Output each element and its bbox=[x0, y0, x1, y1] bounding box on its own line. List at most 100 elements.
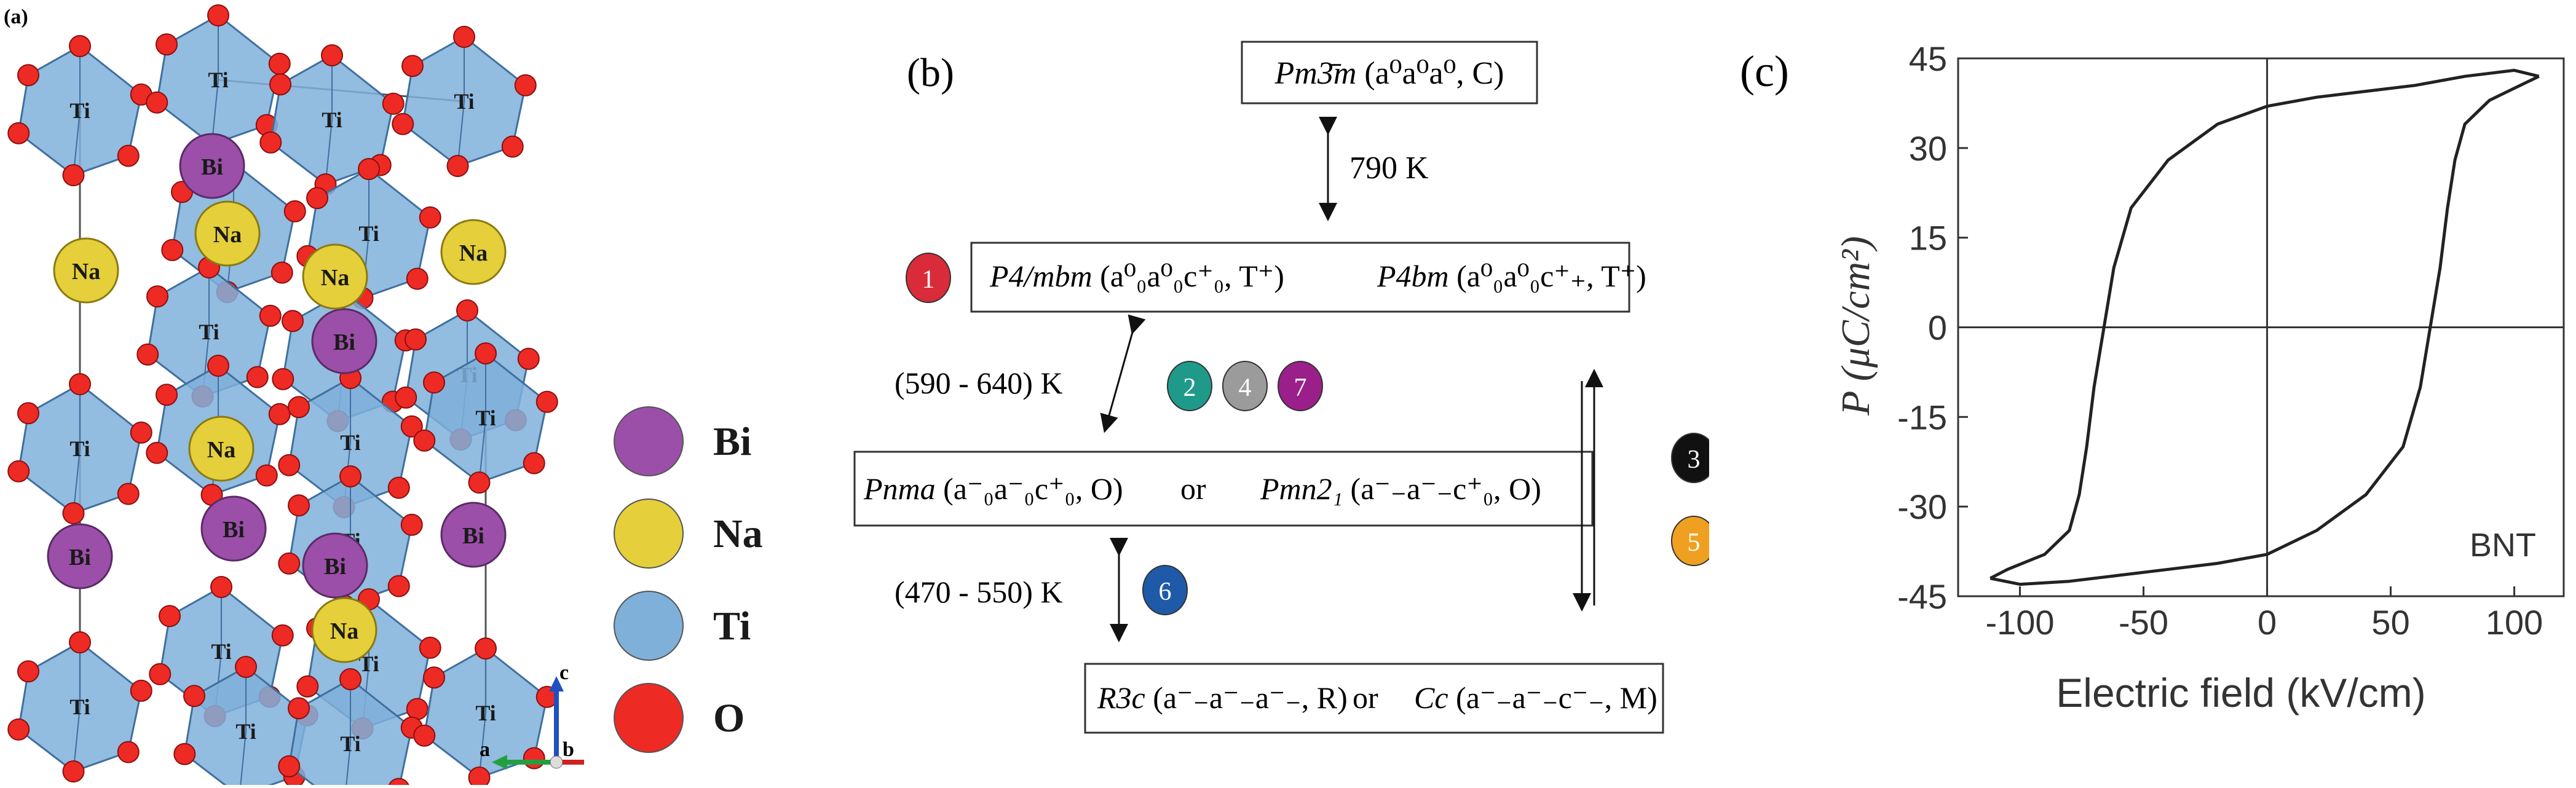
oxygen-atom bbox=[7, 460, 30, 483]
oxygen-atom bbox=[468, 766, 491, 788]
na-atom-label: Na bbox=[72, 259, 100, 285]
oxygen-atom bbox=[413, 724, 436, 747]
oxygen-atom bbox=[501, 135, 524, 158]
perovskite-structure: TiTiTiTiTiTiTiTiTiTiTiTiTiTiTiTiTiTiTiTi… bbox=[7, 4, 558, 788]
y-tick-label: -30 bbox=[1897, 487, 1947, 526]
tetragonal-phase-box bbox=[970, 242, 1630, 313]
oxygen-atom bbox=[246, 366, 269, 388]
na-atom-label: Na bbox=[207, 437, 235, 463]
tetragonal-left-text: P4/mbm (a⁰₀a⁰₀c⁺₀, T⁺) bbox=[989, 259, 1284, 293]
bismuth-atom bbox=[179, 133, 245, 199]
x-axis-label: Electric field (kV/cm) bbox=[2056, 670, 2425, 715]
y-tick-label: -15 bbox=[1897, 398, 1947, 436]
tetragonal-right-text: P4bm (a⁰₀a⁰₀c⁺₊, T⁺) bbox=[1377, 259, 1646, 293]
oxygen-atom bbox=[259, 304, 282, 327]
rhombohedral-phase-box bbox=[1084, 663, 1664, 734]
oxygen-atom bbox=[259, 131, 282, 154]
oxygen-atom bbox=[278, 552, 301, 575]
rhombo-right-text: Cc (a⁻₋a⁻₋c⁻₋, M) bbox=[1414, 680, 1657, 715]
circle-1-shape bbox=[906, 253, 951, 303]
oxygen-atom bbox=[161, 238, 184, 261]
a-axis-label: a bbox=[480, 738, 490, 761]
oxygen-atom bbox=[255, 464, 278, 487]
sodium-atom bbox=[194, 200, 261, 267]
legend-swatch-o bbox=[614, 683, 684, 753]
oxygen-atom bbox=[453, 26, 475, 48]
circle-6-number: 6 bbox=[1159, 578, 1172, 606]
oxygen-atom bbox=[358, 158, 380, 180]
ortho-or-text: or bbox=[1180, 471, 1206, 506]
oxygen-atom bbox=[269, 73, 291, 96]
circle-marker-1: 1 bbox=[906, 253, 951, 303]
ti-atom-label: Ti bbox=[475, 701, 496, 725]
oxygen-atom bbox=[296, 675, 319, 698]
oxygen-atom bbox=[419, 206, 441, 229]
oxygen-atom bbox=[400, 415, 423, 438]
octahedron-edge bbox=[325, 55, 333, 185]
ortho-right-text: Pmn2₁ (a⁻₋a⁻₋c⁺₀, O) bbox=[1260, 471, 1541, 506]
oxygen-atom bbox=[159, 605, 181, 628]
oxygen-atom bbox=[7, 718, 30, 741]
oxygen-atom bbox=[17, 64, 39, 87]
oxygen-atom bbox=[271, 261, 293, 284]
oxygen-atom bbox=[468, 471, 491, 494]
oxygen-atom bbox=[282, 310, 304, 333]
ti-atom-label: Ti bbox=[454, 89, 474, 114]
oxygen-atom bbox=[207, 4, 229, 26]
oxygen-atom bbox=[146, 441, 168, 464]
oxygen-atom bbox=[173, 743, 196, 765]
oxygen-atom bbox=[235, 656, 257, 678]
arrow-tetragonal-ortho bbox=[1100, 314, 1146, 433]
bismuth-atom bbox=[302, 532, 368, 599]
legend-swatch-na bbox=[614, 498, 684, 569]
sodium-atom bbox=[188, 416, 255, 482]
phase-transition-panel: (b) Pm3̄m (a⁰a⁰a⁰, C) 790 K 1 P4/mbm (a⁰… bbox=[793, 0, 1717, 785]
oxygen-atom bbox=[535, 390, 558, 413]
oxygen-atom bbox=[69, 631, 91, 653]
oxygen-atom bbox=[130, 679, 152, 702]
legend-label-na: Na bbox=[713, 511, 763, 556]
bismuth-atom bbox=[200, 495, 267, 562]
ortho-left-text: Pnma (a⁻₀a⁻₀c⁺₀, O) bbox=[863, 471, 1123, 506]
bismuth-atom bbox=[311, 308, 377, 374]
oxygen-atom bbox=[7, 122, 30, 144]
oxygen-atom bbox=[130, 421, 152, 444]
oxygen-atom bbox=[456, 299, 478, 321]
orthorhombic-phase-box bbox=[853, 451, 1594, 527]
circle-marker-2: 2 bbox=[1167, 361, 1212, 411]
oxygen-atom bbox=[183, 685, 205, 707]
circle-5-number: 5 bbox=[1688, 529, 1701, 557]
oxygen-atom bbox=[288, 494, 310, 517]
bismuth-atom bbox=[47, 523, 113, 589]
bi-atom-label: Bi bbox=[201, 154, 223, 180]
oxygen-atom bbox=[272, 368, 294, 390]
oxygen-atom bbox=[423, 371, 445, 394]
oxygen-atom bbox=[401, 55, 424, 77]
oxygen-atom bbox=[62, 164, 85, 186]
oxygen-atom bbox=[117, 144, 140, 167]
na-atom-label: Na bbox=[213, 222, 242, 248]
axes-origin bbox=[550, 755, 563, 769]
oxygen-atom bbox=[117, 741, 140, 763]
y-tick-label: 15 bbox=[1909, 219, 1947, 258]
oxygen-atom bbox=[419, 636, 441, 659]
oxygen-atom bbox=[207, 355, 229, 377]
oxygen-atom bbox=[321, 44, 343, 66]
ti-atom-label: Ti bbox=[69, 98, 90, 123]
oxygen-atom bbox=[210, 576, 232, 598]
ti-atom-label: Ti bbox=[340, 430, 360, 455]
sodium-atom bbox=[53, 237, 119, 304]
oxygen-atom bbox=[523, 452, 545, 475]
ti-atom-label: Ti bbox=[475, 406, 496, 430]
oxygen-atom bbox=[17, 402, 39, 425]
rhombo-left-text: R3c (a⁻₋a⁻₋a⁻₋, R) bbox=[1097, 680, 1348, 715]
oxygen-atom bbox=[387, 476, 410, 499]
oxygen-atom bbox=[288, 697, 310, 720]
octahedron-edge bbox=[239, 667, 247, 788]
temp-590-640: (590 - 640) K bbox=[895, 366, 1063, 400]
x-tick-label: 100 bbox=[2486, 603, 2543, 642]
y-tick-label: 45 bbox=[1909, 39, 1947, 78]
na-atom-label: Na bbox=[321, 265, 349, 291]
x-tick-label: 0 bbox=[2258, 603, 2277, 642]
